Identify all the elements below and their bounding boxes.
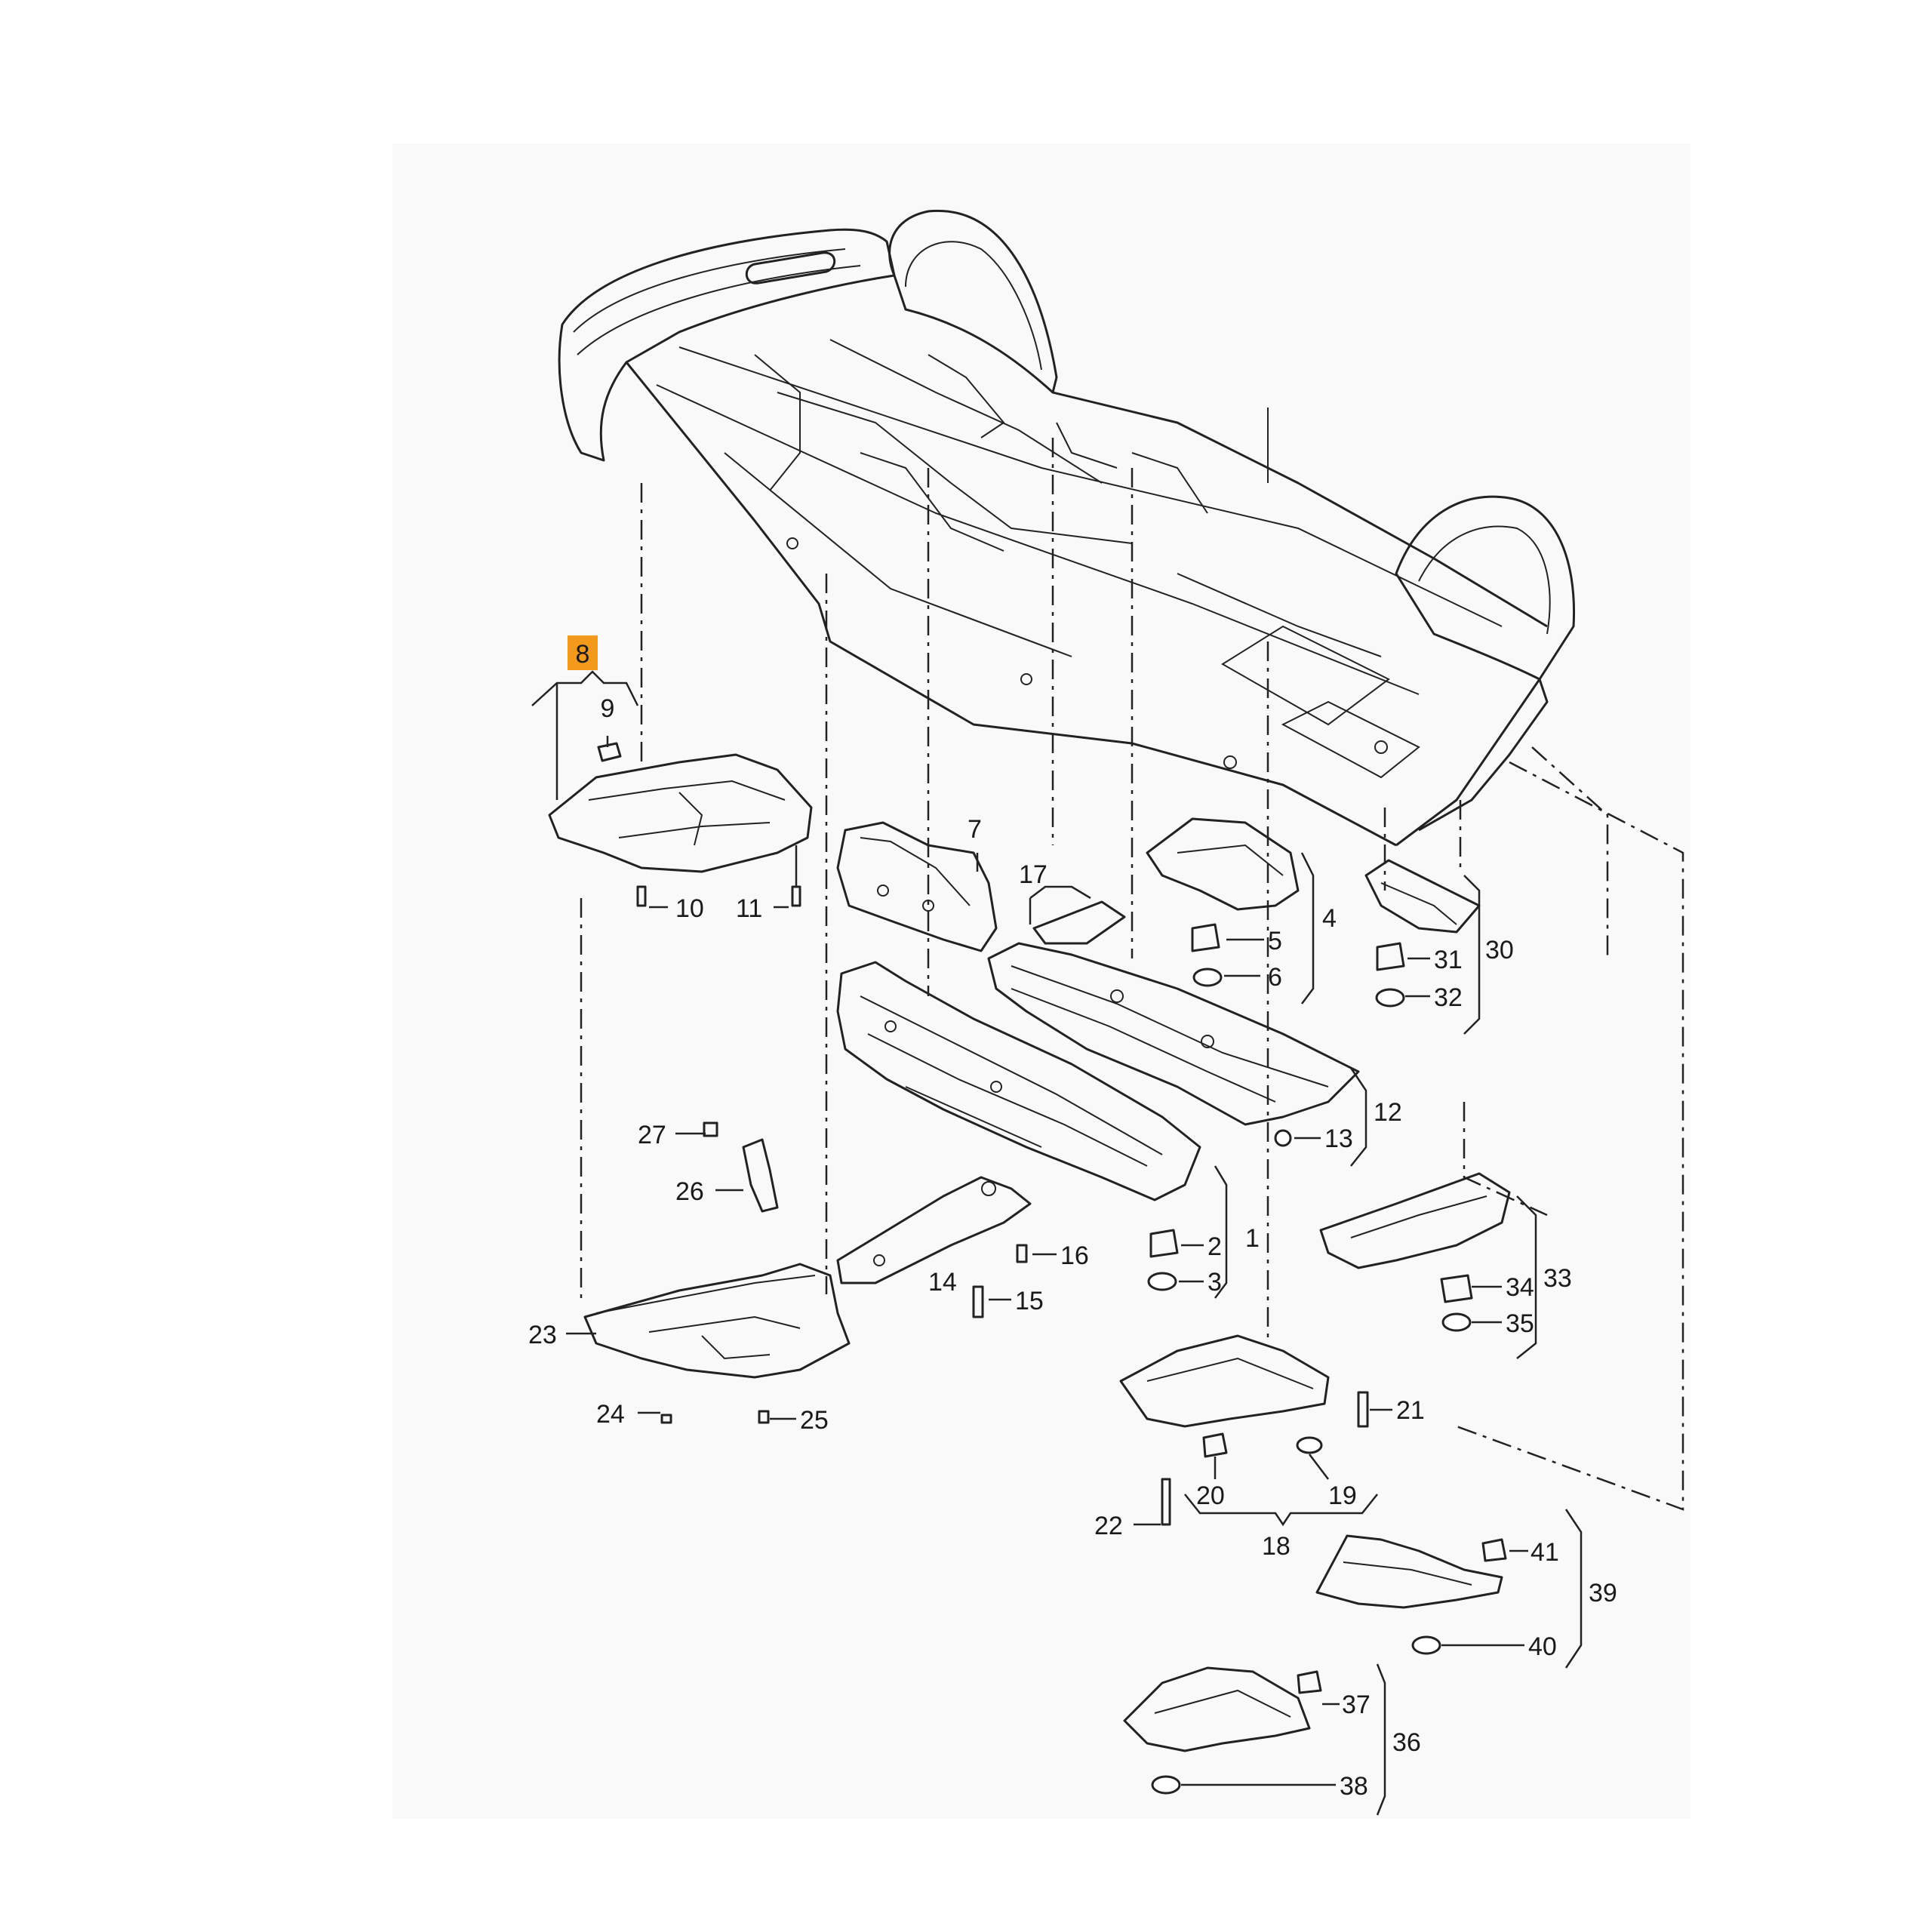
callout-15[interactable]: 15 bbox=[1015, 1287, 1044, 1315]
floor-panel-part-12 bbox=[987, 942, 1360, 1126]
callout-37[interactable]: 37 bbox=[1342, 1690, 1371, 1719]
callout-27[interactable]: 27 bbox=[638, 1121, 666, 1149]
callout-3[interactable]: 3 bbox=[1208, 1268, 1222, 1297]
callout-38[interactable]: 38 bbox=[1340, 1772, 1368, 1801]
callout-24[interactable]: 24 bbox=[596, 1400, 625, 1429]
callout-14[interactable]: 14 bbox=[928, 1268, 957, 1297]
callout-34[interactable]: 34 bbox=[1506, 1273, 1534, 1302]
leader-lines bbox=[531, 670, 1583, 1816]
callout-20[interactable]: 20 bbox=[1196, 1481, 1225, 1510]
callout-33[interactable]: 33 bbox=[1543, 1264, 1572, 1293]
engine-shield-part-8 bbox=[548, 742, 813, 907]
cover-part-18 bbox=[1119, 1334, 1369, 1526]
diagram-background bbox=[392, 143, 1690, 1819]
assembly-reference-lines bbox=[580, 438, 1684, 1511]
callout-26[interactable]: 26 bbox=[675, 1177, 704, 1206]
callout-36[interactable]: 36 bbox=[1392, 1728, 1421, 1757]
cover-part-4 bbox=[1146, 817, 1300, 987]
callout-30[interactable]: 30 bbox=[1485, 936, 1514, 964]
cover-part-33 bbox=[1319, 1172, 1511, 1332]
callout-9[interactable]: 9 bbox=[601, 694, 615, 723]
callout-11[interactable]: 11 bbox=[736, 894, 762, 923]
callout-39[interactable]: 39 bbox=[1589, 1579, 1617, 1607]
bracket-part-14 bbox=[836, 1176, 1032, 1284]
heat-shield-part-7 bbox=[836, 821, 998, 952]
highlighted-part-marker bbox=[568, 635, 598, 670]
callout-19[interactable]: 19 bbox=[1328, 1481, 1357, 1510]
underbody-shield-part-23 bbox=[583, 1121, 851, 1379]
callout-31[interactable]: 31 bbox=[1434, 946, 1463, 974]
callout-17[interactable]: 17 bbox=[1019, 860, 1048, 889]
callout-35[interactable]: 35 bbox=[1506, 1309, 1534, 1338]
callout-41[interactable]: 41 bbox=[1531, 1538, 1559, 1567]
callout-labels: 8 9 10 11 7 17 5 6 4 31 32 30 12 13 2 3 … bbox=[528, 635, 1617, 1801]
callout-5[interactable]: 5 bbox=[1268, 927, 1282, 955]
cover-part-39 bbox=[1315, 1534, 1507, 1655]
callout-40[interactable]: 40 bbox=[1528, 1632, 1557, 1661]
vehicle-underbody bbox=[558, 209, 1576, 847]
callout-6[interactable]: 6 bbox=[1268, 963, 1282, 992]
callout-25[interactable]: 25 bbox=[800, 1406, 829, 1435]
callout-2[interactable]: 2 bbox=[1208, 1232, 1222, 1261]
callout-10[interactable]: 10 bbox=[675, 894, 704, 923]
floor-panel-part-1 bbox=[836, 961, 1201, 1201]
hardware-2-3 bbox=[660, 1129, 1292, 1424]
cover-part-30 bbox=[1364, 859, 1481, 1008]
cover-part-36 bbox=[1123, 1666, 1322, 1795]
bracket-part-17 bbox=[1032, 900, 1126, 945]
callout-12[interactable]: 12 bbox=[1374, 1098, 1402, 1127]
callout-4[interactable]: 4 bbox=[1322, 904, 1337, 933]
callout-8[interactable]: 8 bbox=[576, 640, 590, 669]
callout-21[interactable]: 21 bbox=[1396, 1396, 1425, 1425]
callout-16[interactable]: 16 bbox=[1060, 1241, 1089, 1270]
callout-1[interactable]: 1 bbox=[1245, 1224, 1260, 1253]
callout-22[interactable]: 22 bbox=[1094, 1512, 1123, 1540]
callout-32[interactable]: 32 bbox=[1434, 983, 1463, 1012]
callout-18[interactable]: 18 bbox=[1262, 1532, 1291, 1561]
callout-23[interactable]: 23 bbox=[528, 1321, 557, 1349]
callout-13[interactable]: 13 bbox=[1324, 1124, 1353, 1153]
callout-7[interactable]: 7 bbox=[968, 815, 982, 844]
